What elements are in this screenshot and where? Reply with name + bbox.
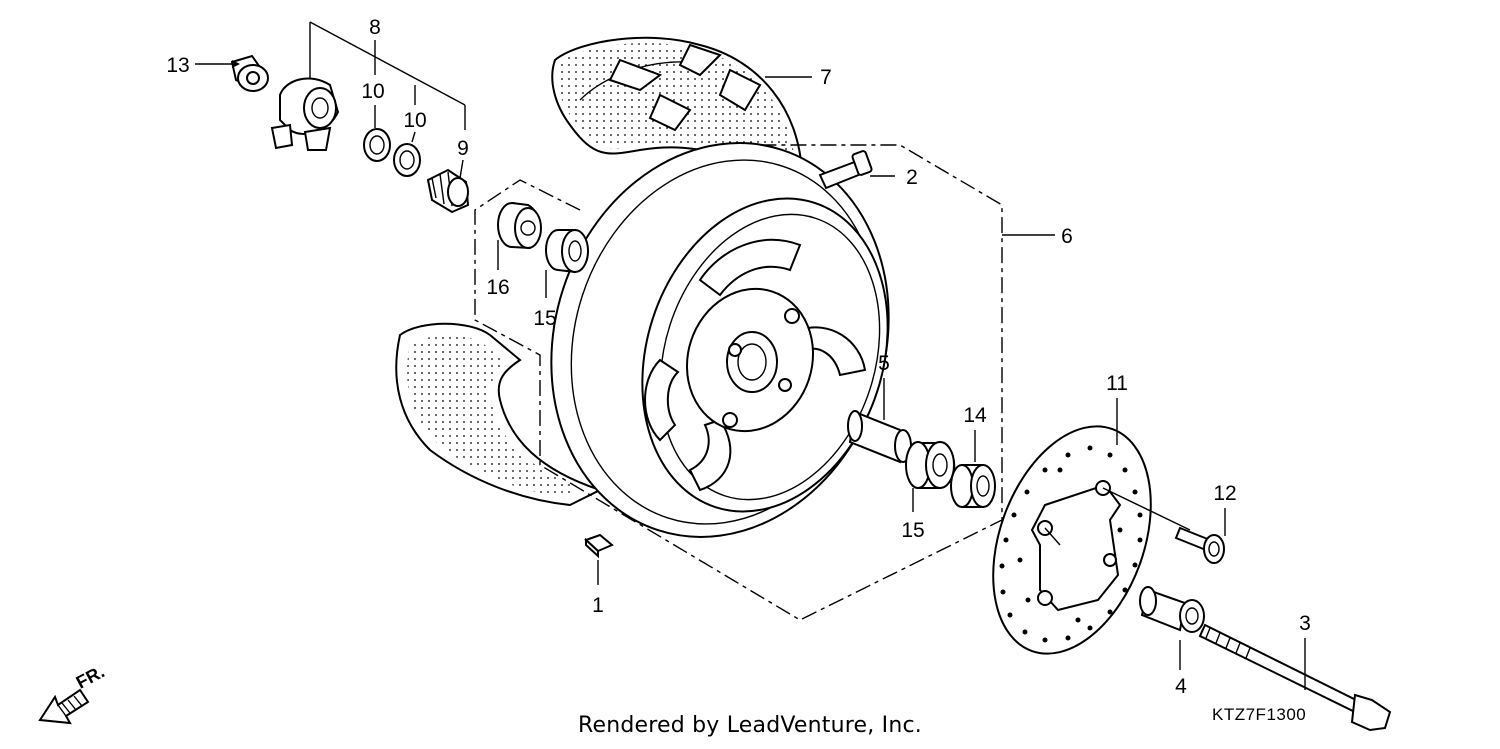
callout-3: 3 <box>1299 612 1311 635</box>
gear-part-9 <box>426 168 470 214</box>
brake-disc-part-11 <box>992 398 1191 655</box>
bolt-part-12 <box>1174 508 1226 564</box>
seal-part-10b <box>393 143 421 177</box>
nut-part-13 <box>195 54 269 92</box>
callout-14: 14 <box>963 404 987 427</box>
bearing-part-15b <box>905 441 956 512</box>
seal-part-14 <box>950 430 996 508</box>
callout-8: 8 <box>369 16 381 39</box>
footer-credit: Rendered by LeadVenture, Inc. <box>578 713 922 738</box>
collar-part-4 <box>1139 586 1205 670</box>
diagram-code: KTZ7F1300 <box>1212 705 1307 724</box>
callout-1: 1 <box>592 594 604 617</box>
callout-15a: 15 <box>533 307 556 330</box>
callout-12: 12 <box>1213 482 1236 505</box>
callout-7: 7 <box>820 66 832 89</box>
clip-part-1 <box>584 533 614 585</box>
bracket-8 <box>309 21 466 179</box>
bearing-part-15a <box>545 229 589 298</box>
collar-part-16 <box>497 202 542 270</box>
seal-part-10a <box>363 128 391 162</box>
callout-9: 9 <box>457 137 469 160</box>
callout-10b: 10 <box>403 109 426 132</box>
gearbox-part-8 <box>270 77 340 151</box>
valve-stem <box>818 150 895 190</box>
callout-11: 11 <box>1106 372 1128 395</box>
callout-5: 5 <box>878 352 890 375</box>
spacer-part-5 <box>847 378 912 464</box>
axle-bolt-part-3 <box>1198 623 1392 732</box>
callout-15b: 15 <box>901 519 924 542</box>
callout-13: 13 <box>166 54 189 77</box>
callout-2: 2 <box>906 166 918 189</box>
front-direction-arrow-icon <box>38 688 90 725</box>
assembly-outline <box>474 144 1003 621</box>
callout-4: 4 <box>1175 675 1187 698</box>
callout-6: 6 <box>1061 225 1073 248</box>
callout-10a: 10 <box>361 80 384 103</box>
callout-16: 16 <box>486 276 509 299</box>
wheel-rim <box>550 142 890 538</box>
